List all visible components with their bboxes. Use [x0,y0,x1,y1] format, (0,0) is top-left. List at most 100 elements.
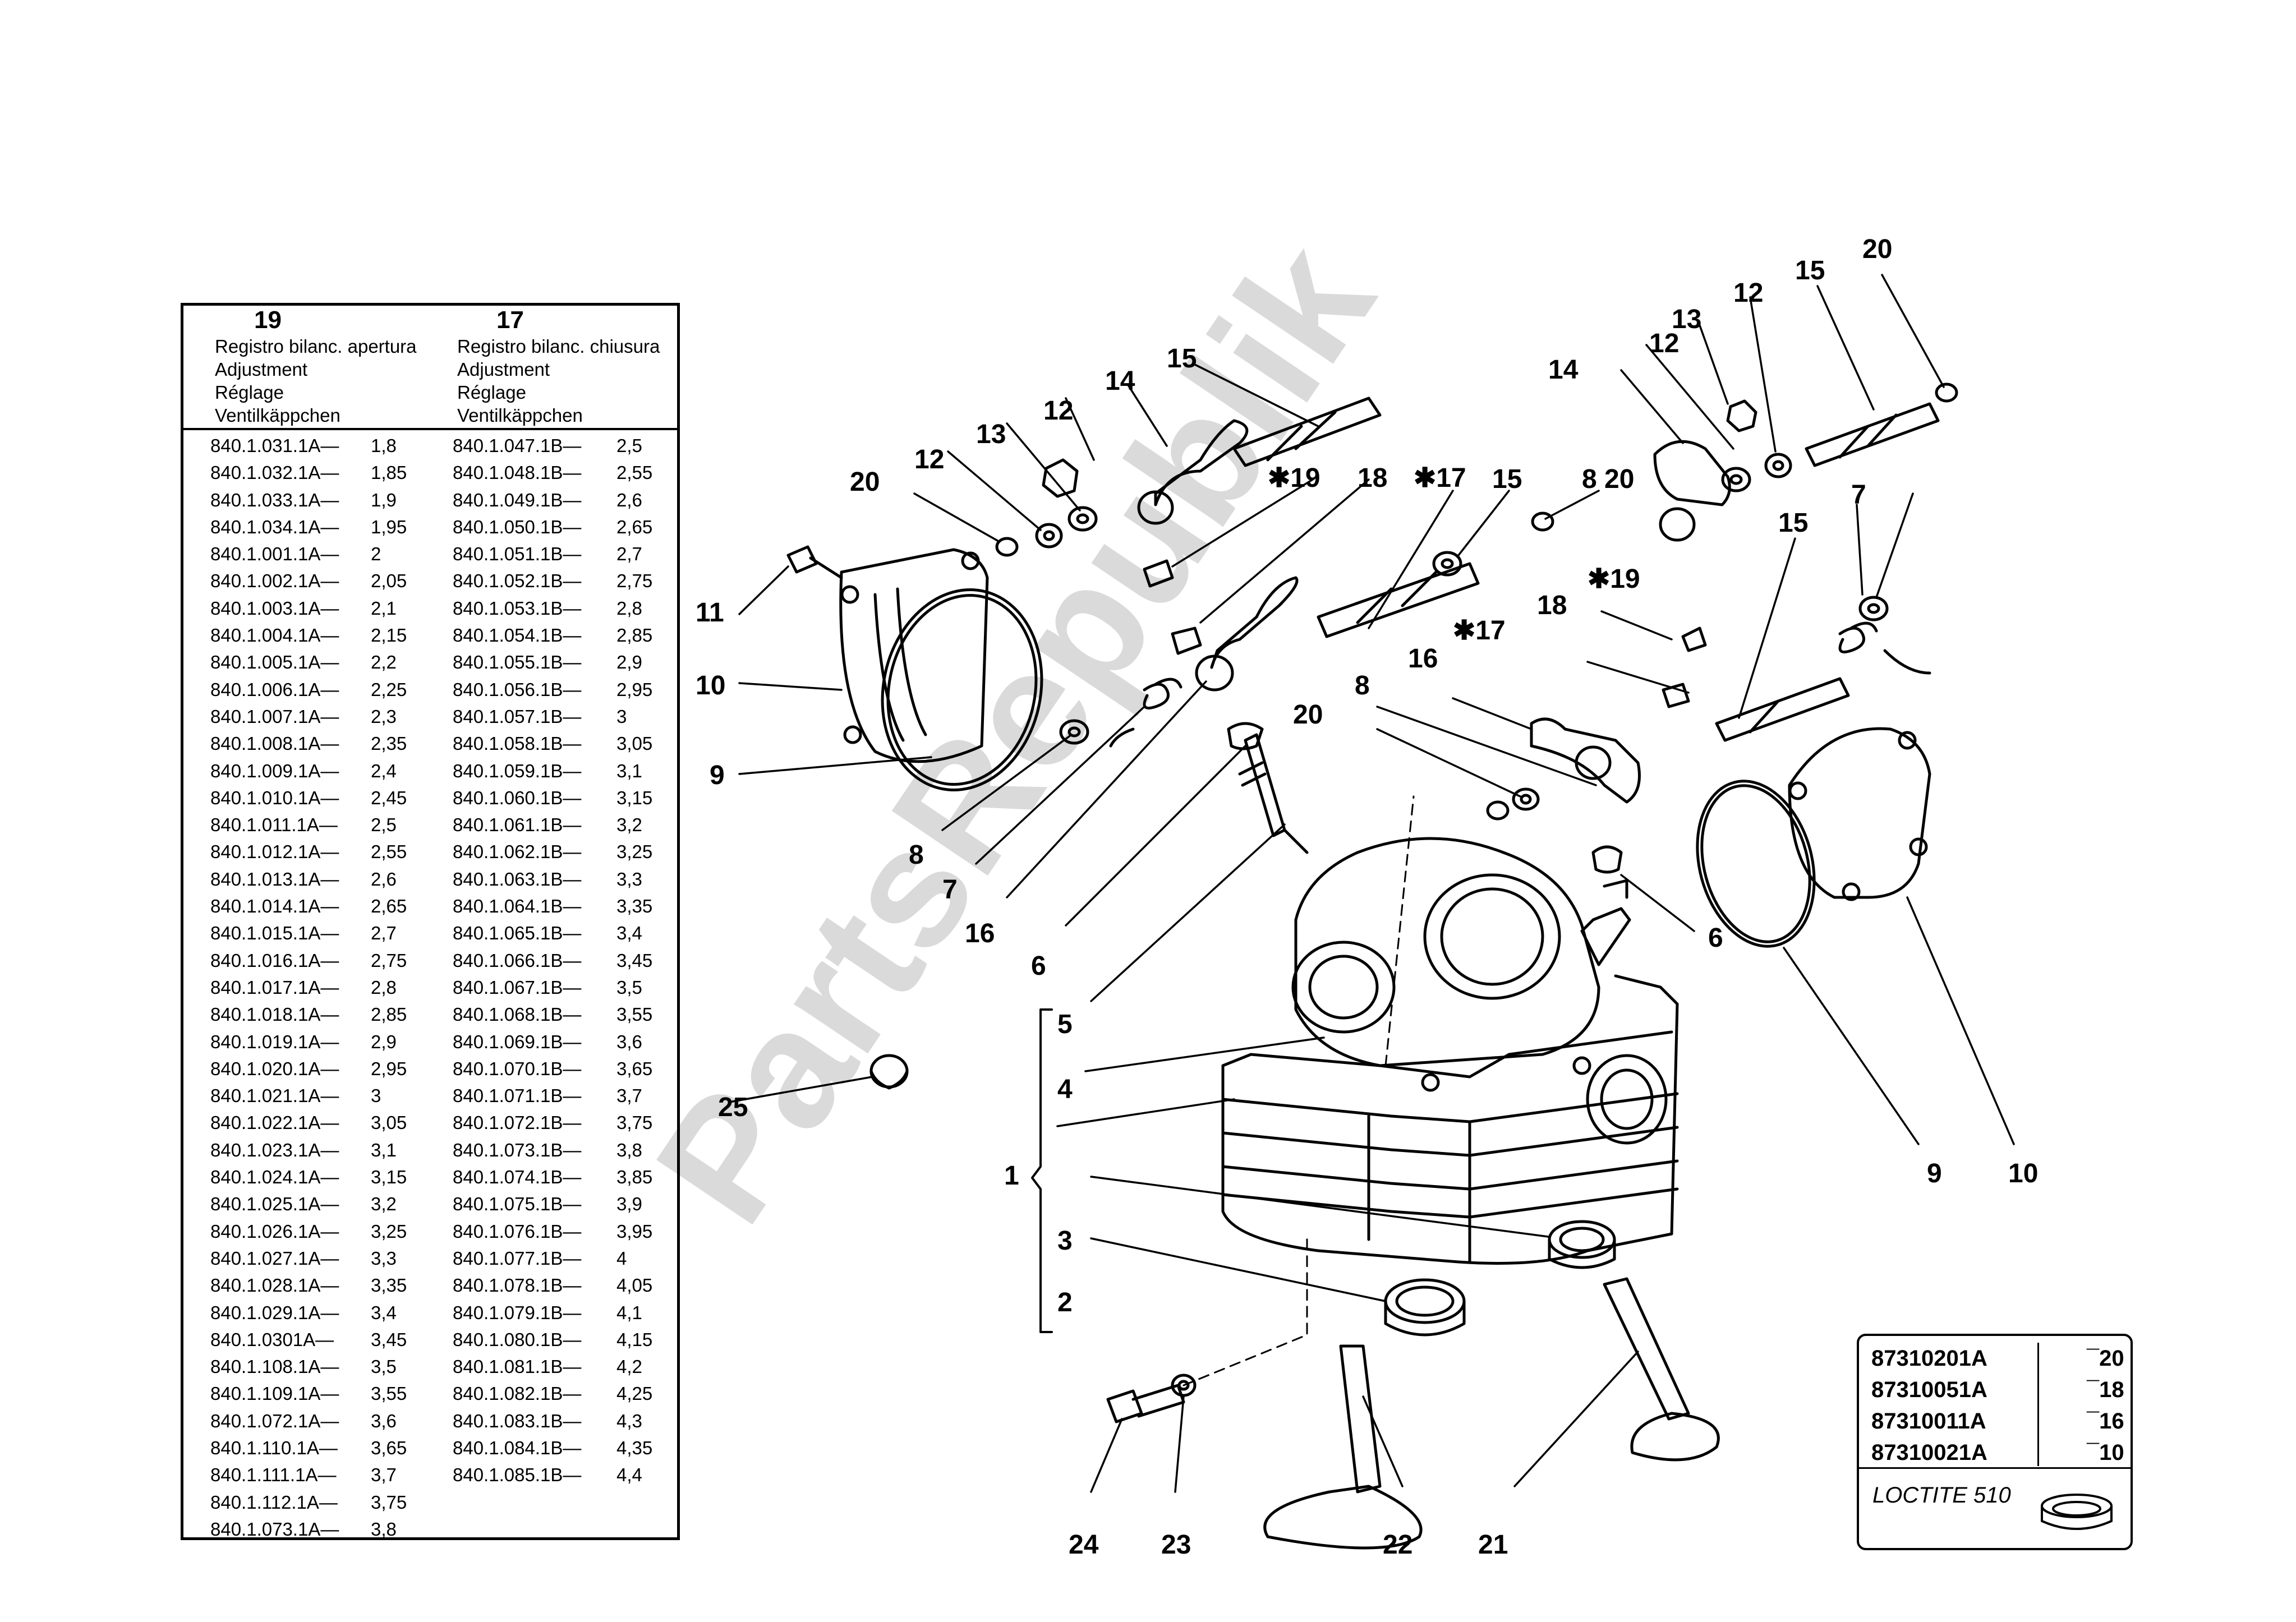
shim-part-code: 840.1.070.1B— [453,1058,582,1079]
shim-row: 840.1.021.1A—3 [210,1082,457,1109]
shim-thickness: 2,7 [371,923,397,944]
shim-row: 840.1.009.1A—2,4 [210,758,457,785]
washer-icon [1171,1374,1197,1397]
shim-row: 840.1.047.1B—2,5 [453,432,700,459]
shim-thickness: 3,15 [371,1167,407,1188]
rocker-arm-icon [1530,717,1641,804]
callout-9: 9 [1927,1159,1942,1188]
callout-25: 25 [718,1093,748,1122]
shim-part-code: 840.1.017.1A— [210,976,339,998]
shim-part-code: 840.1.057.1B— [453,706,582,727]
shim-thickness: 1,85 [371,462,407,483]
header-line: Registro bilanc. chiusura [457,336,660,357]
shim-row: 840.1.068.1B—3,55 [453,1001,700,1028]
shim-row: 840.1.060.1B—3,15 [453,785,700,812]
shim-part-code: 840.1.059.1B— [453,760,582,781]
shim-row: 840.1.059.1B—3,1 [453,758,700,785]
shim-part-code: 840.1.071.1B— [453,1085,582,1107]
shim-part-code: 840.1.025.1A— [210,1194,339,1215]
row-separator [1859,1467,2131,1469]
shim-thickness: 4,15 [616,1329,653,1350]
part-number-row: 87310021A ¯10 [1871,1437,2124,1468]
callout-10: 10 [696,671,725,701]
shim-row: 840.1.111.1A—3,7 [210,1462,457,1489]
callout-12: 12 [1733,278,1763,308]
shim-row: 840.1.063.1B—3,3 [453,866,700,893]
closing-shim-header: 17 Registro bilanc. chiusura Adjustment … [457,306,698,427]
shim-row: 840.1.026.1A—3,25 [210,1218,457,1245]
shim-part-code: 840.1.062.1B— [453,841,582,863]
shim-thickness: 3,5 [371,1356,397,1377]
shim-row: 840.1.013.1A—2,6 [210,866,457,893]
shim-row: 840.1.032.1A—1,85 [210,459,457,486]
callout-8: 8 [909,840,924,870]
part-number-row: 87310051A ¯18 [1871,1374,2124,1406]
shim-row: 840.1.073.1B—3,8 [453,1137,700,1164]
shim-row: 840.1.002.1A—2,05 [210,568,457,595]
callout-21: 21 [1478,1530,1508,1560]
shim-thickness: 3,7 [616,1085,642,1107]
shim-row: 840.1.053.1B—2,8 [453,595,700,622]
shim-thickness: 3,55 [371,1383,407,1404]
shim-thickness: 4,2 [616,1356,642,1377]
callout-16: 16 [965,919,995,948]
shim-part-code: 840.1.052.1B— [453,570,582,592]
shim-thickness: 3,35 [371,1275,407,1296]
header-line: Réglage [215,382,284,403]
shim-row: 840.1.084.1B—4,35 [453,1435,700,1462]
shim-part-code: 840.1.072.1A— [210,1410,339,1431]
shim-thickness: 1,95 [371,516,407,537]
shim-thickness: 3,7 [371,1464,397,1486]
shim-part-code: 840.1.033.1A— [210,489,339,510]
shim-part-code: 840.1.077.1B— [453,1247,582,1269]
shim-row: 840.1.066.1B—3,45 [453,947,700,974]
part-number: 87310021A [1871,1440,1987,1465]
shim-thickness: 3,75 [371,1491,407,1513]
part-number: 87310051A [1871,1377,1987,1402]
shim-part-code: 840.1.028.1A— [210,1275,339,1296]
valve-seal-icon [1227,722,1623,874]
shim-part-code: 840.1.064.1B— [453,896,582,917]
shim-part-code: 840.1.018.1A— [210,1004,339,1025]
callout-5: 5 [1057,1010,1073,1039]
shim-part-code: 840.1.079.1B— [453,1302,582,1323]
valve-guide-icon [1238,733,1309,854]
spring-icon [1838,621,1931,675]
header-line: Ventilkäppchen [457,405,583,426]
shim-thickness: 2,2 [371,652,397,673]
shim-row: 840.1.058.1B—3,05 [453,730,700,757]
shim-thickness: 2,65 [616,516,653,537]
shim-thickness: 3 [371,1085,381,1107]
callout-numbers: 1 2 3 4 5 6 6 7 7 8 8 8 9 9 10 10 11 12 … [696,234,2038,1560]
shim-part-code: 840.1.066.1B— [453,950,582,971]
shim-row: 840.1.022.1A—3,05 [210,1109,457,1136]
column-divider [2037,1343,2039,1466]
washer-icon [995,383,1958,821]
shim-part-code: 840.1.027.1A— [210,1247,339,1269]
shim-part-code: 840.1.012.1A— [210,841,339,863]
shim-part-code: 840.1.112.1A— [210,1491,338,1513]
shim-row: 840.1.056.1B—2,95 [453,676,700,703]
callout-2: 2 [1057,1288,1073,1317]
shim-row: 840.1.076.1B—3,95 [453,1218,700,1245]
callout-18: 18 [1358,463,1387,493]
shim-thickness: 3,45 [371,1329,407,1350]
callout-14: 14 [1548,355,1579,385]
shim-row: 840.1.051.1B—2,7 [453,541,700,568]
intake-valve-icon [1263,1344,1423,1550]
shim-part-code: 840.1.065.1B— [453,923,582,944]
shim-part-code: 840.1.074.1B— [453,1167,582,1188]
shim-part-code: 840.1.108.1A— [210,1356,339,1377]
shim-part-code: 840.1.072.1B— [453,1112,582,1133]
loctite-label: LOCTITE 510 [1872,1483,2011,1508]
seal-size: ¯20 [2087,1346,2124,1371]
shim-thickness: 2,15 [371,625,407,646]
shim-thickness: 4,1 [616,1302,642,1323]
shim-thickness: 3 [616,706,627,727]
shim-row: 840.1.001.1A—2 [210,541,457,568]
shim-row: 840.1.017.1A—2,8 [210,974,457,1001]
shim-thickness: 2,85 [371,1004,407,1025]
shim-thickness: 3,25 [371,1220,407,1242]
